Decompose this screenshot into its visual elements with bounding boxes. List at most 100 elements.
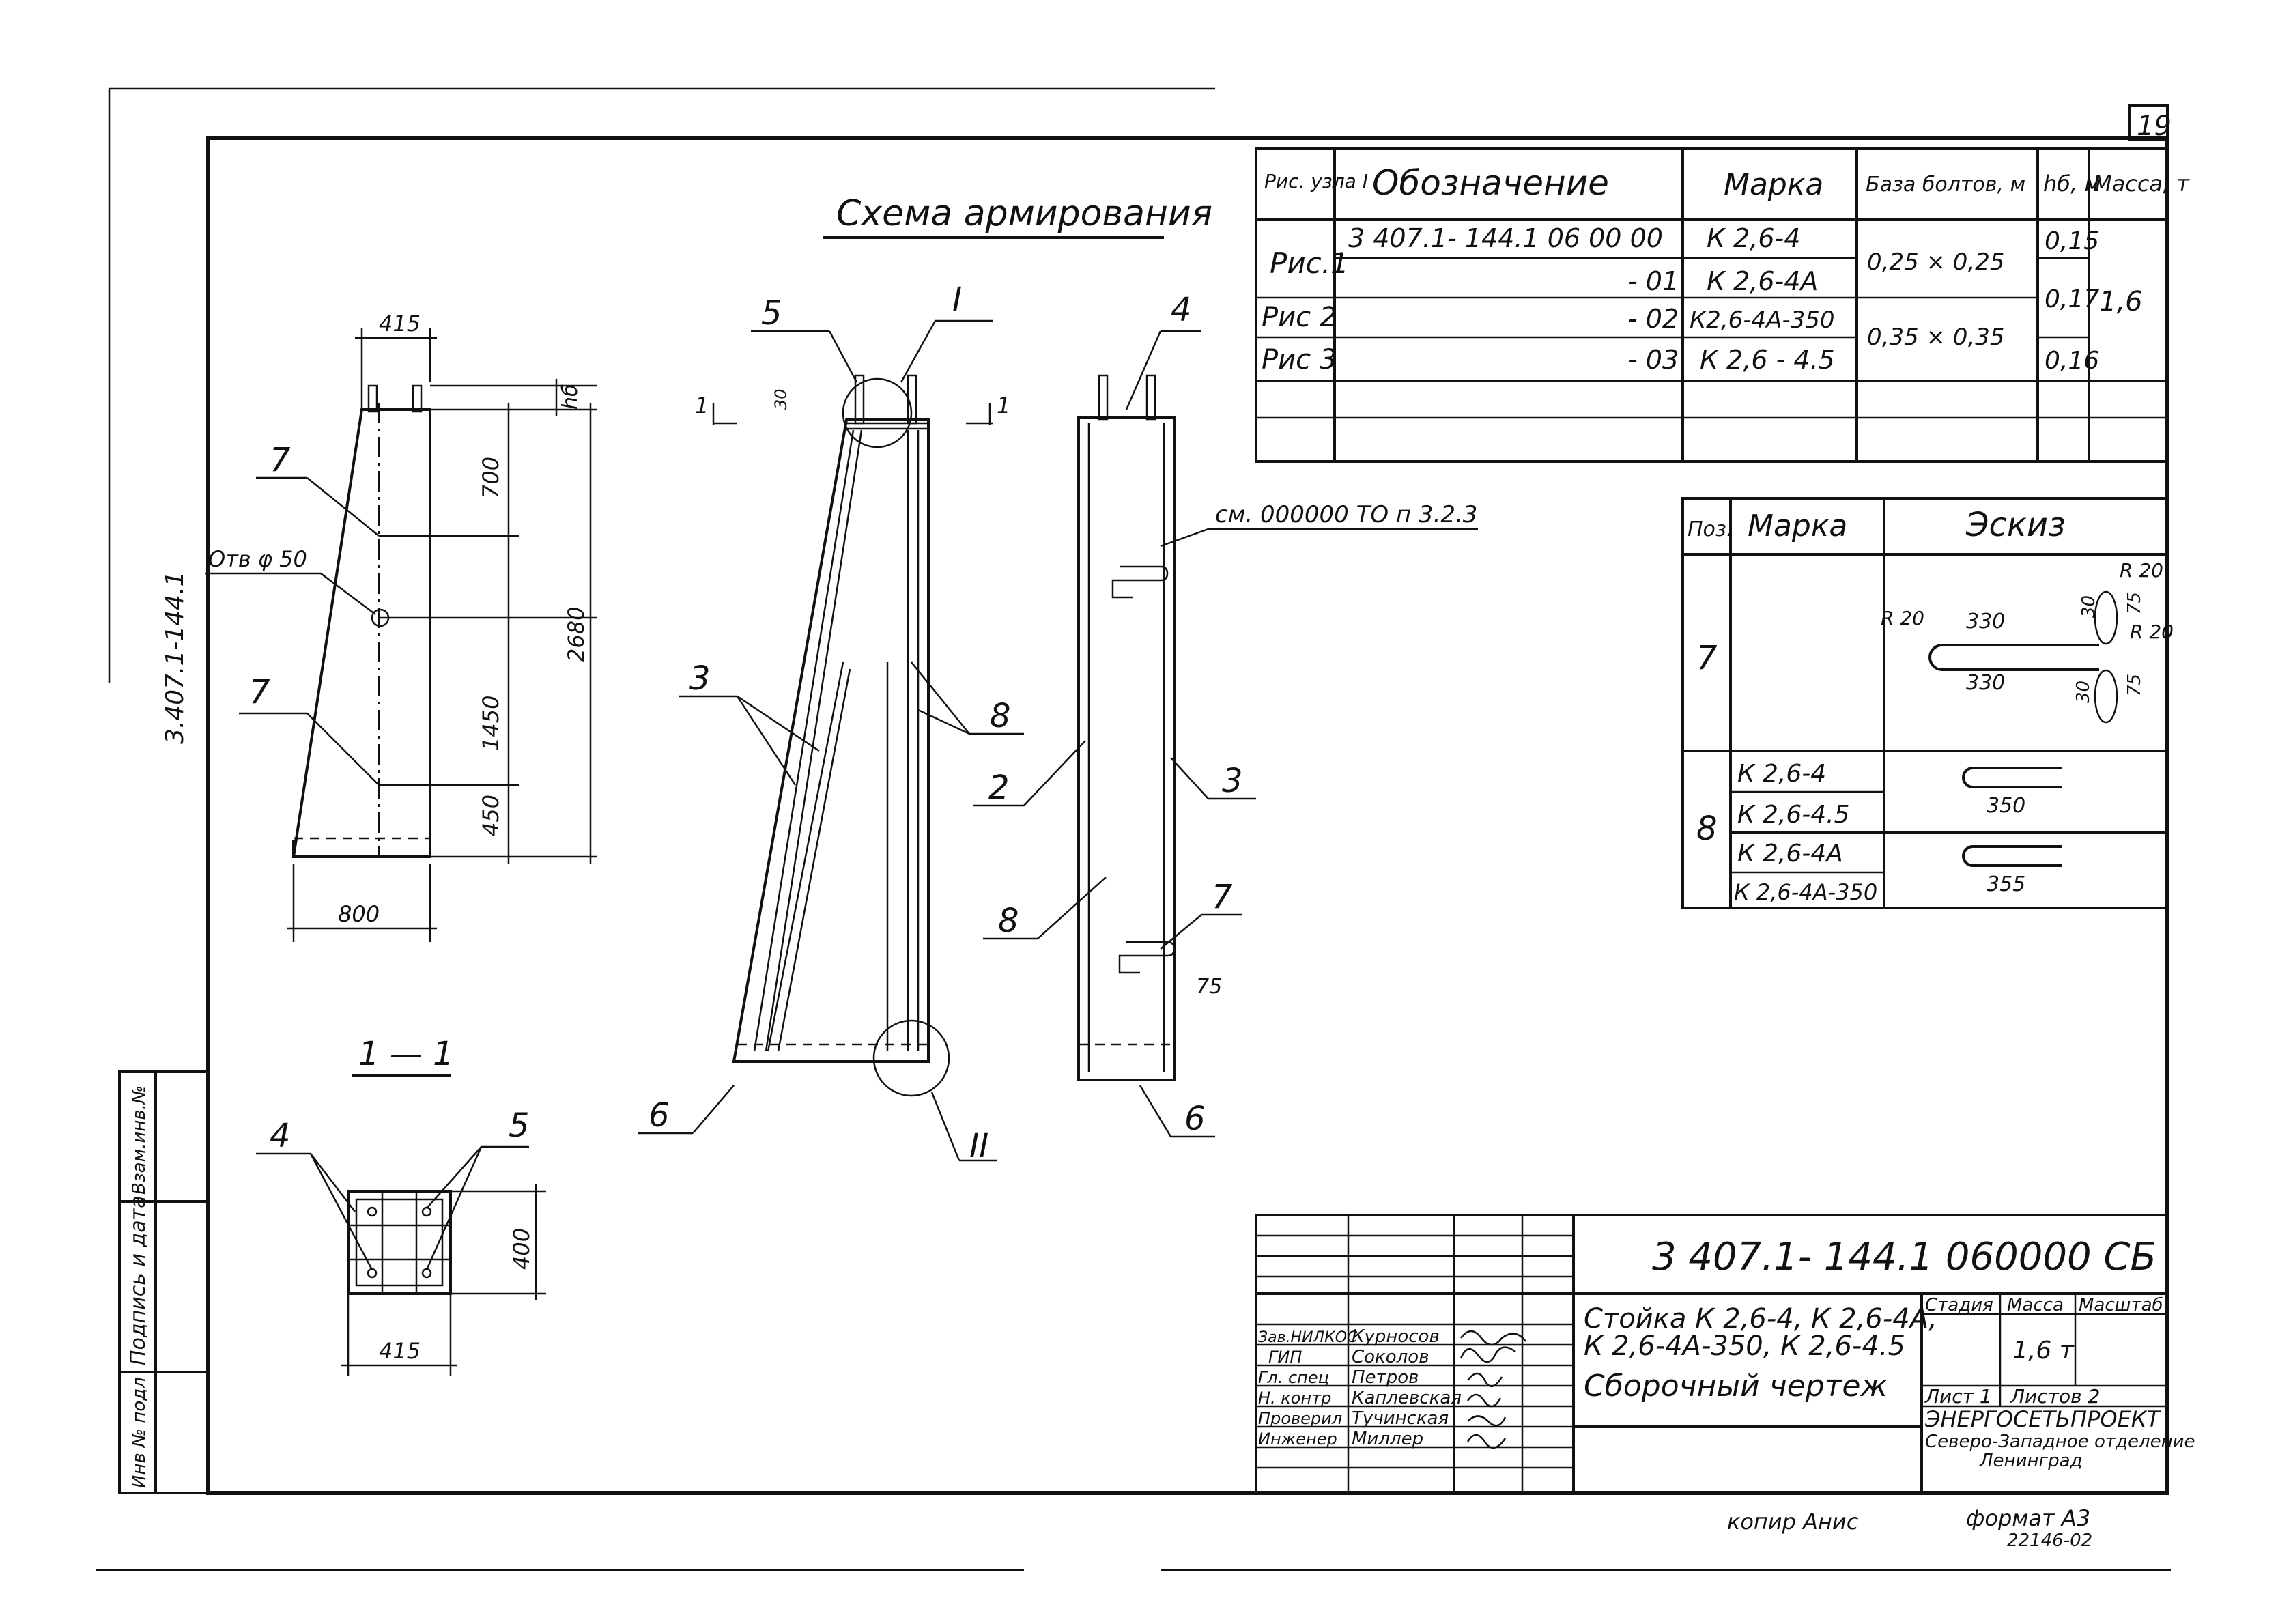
- cut-mark-right: 1: [997, 393, 1010, 418]
- col-hb-header: hб, м: [2043, 171, 2101, 197]
- sketch-330-top: 330: [1966, 610, 2005, 633]
- footer-number: 22146-02: [2007, 1530, 2092, 1551]
- person-name-5: Тучинская: [1352, 1408, 1449, 1429]
- section-label: 1 — 1: [358, 1035, 454, 1073]
- pos5-label-section: 5: [509, 1107, 530, 1145]
- sheet-number: 19: [2137, 111, 2172, 142]
- sketch-r20-left: R 20: [1881, 607, 1924, 629]
- pos8-label-front: 8: [990, 697, 1011, 735]
- col-designation-header: Обозначение: [1372, 163, 1609, 203]
- spec-table: Рис. узла I Обозначение Марка База болто…: [1255, 147, 2190, 463]
- row3-fig: Рис 2: [1262, 302, 1337, 333]
- dim-1450: 1450: [478, 696, 504, 751]
- person-role-4: Н. контр: [1258, 1388, 1331, 1408]
- person-name-2: Соколов: [1352, 1347, 1429, 1367]
- sketch-30-bottom: 30: [2073, 681, 2094, 703]
- row4-suffix: - 03: [1628, 345, 1679, 375]
- col-mark-header: Марка: [1724, 167, 1823, 202]
- side-stamp: Взам.инв.№ Подпись и дата Инв № подл 3.4…: [118, 571, 210, 1494]
- sketch-30-top: 30: [2079, 595, 2099, 618]
- pos6-label-front: 6: [649, 1096, 670, 1135]
- sketch-table: Поз. Марка Эскиз 7 8 К 2,6-4 К 2,6-4.5 К…: [1681, 497, 2174, 909]
- hole-label: Отв φ 50: [208, 546, 307, 572]
- pos8-label-side: 8: [998, 902, 1019, 940]
- outline-view: 415 hб 700 2680 1450 450 800 7 Отв φ 50 …: [205, 311, 597, 942]
- mass-value-tb: 1,6 т: [2012, 1337, 2075, 1365]
- person-name-4: Каплевская: [1352, 1388, 1462, 1408]
- sketch-r20-right: R 20: [2130, 621, 2174, 643]
- base-value-2: 0,35 × 0,35: [1867, 324, 2005, 351]
- signature-2: [1460, 1346, 1516, 1363]
- hb-value-2: 0,17: [2045, 285, 2099, 313]
- product-name-1: Стойка К 2,6-4, К 2,6-4А,: [1584, 1303, 1937, 1335]
- sketch-pos8: 8: [1696, 810, 1718, 848]
- col-base-header: База болтов, м: [1866, 173, 2025, 197]
- person-name-3: Петров: [1352, 1367, 1419, 1388]
- dim-hb: hб: [558, 384, 582, 410]
- dim-30: 30: [771, 388, 791, 410]
- pos7-label-side: 7: [1212, 878, 1233, 916]
- hb-value-1: 0,15: [2045, 227, 2099, 255]
- node-I-label: I: [952, 281, 962, 319]
- person-role-5: Проверил: [1258, 1409, 1342, 1428]
- sketch-75-bottom: 75: [2124, 674, 2145, 696]
- sketch-col-pos: Поз.: [1688, 517, 1733, 541]
- scale-header: Масштаб: [2079, 1295, 2163, 1315]
- sketch-pos7: 7: [1696, 639, 1718, 677]
- signature-5: [1467, 1415, 1507, 1427]
- dim-450: 450: [478, 795, 504, 836]
- node-II-label: II: [969, 1127, 988, 1165]
- drawing-title: Схема армирования: [836, 193, 1212, 234]
- org-name: ЭНЕРГОСЕТЬПРОЕКТ: [1924, 1406, 2161, 1432]
- signature-3: [1467, 1372, 1503, 1387]
- signature-4: [1466, 1393, 1502, 1408]
- col-mass-header: Масса, т: [2093, 171, 2190, 197]
- dim-415-top: 415: [379, 311, 421, 337]
- reference-note: см. 000000 ТО п 3.2.3: [1215, 501, 1477, 528]
- pos4-label-section: 4: [270, 1117, 291, 1155]
- org-city: Ленинград: [1979, 1451, 2083, 1471]
- pos6-label-side: 6: [1184, 1100, 1206, 1138]
- doc-type: Сборочный чертеж: [1584, 1369, 1888, 1404]
- pos2-label: 2: [988, 769, 1010, 807]
- person-role-3: Гл. спец: [1258, 1368, 1329, 1387]
- sketch-mark-2: К 2,6-4.5: [1737, 801, 1850, 829]
- hb-value-3: 0,16: [2045, 347, 2099, 375]
- person-role-6: Инженер: [1258, 1429, 1337, 1449]
- sketch-r20-top: R 20: [2120, 559, 2163, 582]
- sketch-col-sketch: Эскиз: [1965, 506, 2066, 544]
- cut-mark-left: 1: [695, 393, 709, 418]
- person-role-1: Зав.НИЛКОС: [1258, 1329, 1358, 1346]
- dim-2680: 2680: [563, 607, 589, 662]
- row1-mark: К 2,6-4: [1707, 223, 1800, 253]
- replace-inv-label: Взам.инв.№: [129, 1085, 150, 1195]
- reinforcement-side-view: 4 см. 000000 ТО п 3.2.3 3 7 75 6: [1077, 291, 1478, 1138]
- sheets-label: Листов 2: [2010, 1385, 2100, 1408]
- signature-1: [1460, 1330, 1526, 1346]
- base-value-1: 0,25 × 0,25: [1867, 248, 2005, 276]
- pos3-label-side: 3: [1222, 762, 1243, 800]
- mass-header: Масса: [2007, 1295, 2064, 1315]
- pos5-label: 5: [761, 294, 782, 332]
- sketch-mark-3: К 2,6-4А: [1737, 840, 1843, 868]
- sheet-label: Лист 1: [1924, 1385, 1992, 1408]
- pos4-label-side: 4: [1171, 291, 1192, 329]
- document-code: 3 407.1- 144.1 060000 СБ: [1652, 1235, 2156, 1279]
- sketch-col-mark: Марка: [1748, 509, 1847, 543]
- reinforcement-front-view: 1 1 30 5 I 3 8 2 8 6 II: [638, 281, 1107, 1165]
- dim-800: 800: [338, 901, 380, 927]
- sign-date-label: Подпись и дата: [126, 1196, 150, 1366]
- org-branch: Северо-Западное отделение: [1925, 1431, 2195, 1452]
- col-fig-header: Рис. узла I: [1264, 170, 1368, 193]
- row2-suffix: - 01: [1628, 266, 1679, 296]
- row4-mark: К 2,6 - 4.5: [1700, 345, 1835, 375]
- dim-400: 400: [509, 1228, 535, 1270]
- row2-mark: К 2,6-4А: [1707, 266, 1818, 296]
- dim-75-side: 75: [1196, 975, 1222, 999]
- pos7-upper-label: 7: [270, 441, 291, 479]
- sketch-350: 350: [1987, 794, 2025, 818]
- row4-fig: Рис 3: [1262, 344, 1337, 375]
- row3-mark: К2,6-4А-350: [1690, 307, 1835, 334]
- person-name-1: Курносов: [1352, 1326, 1440, 1347]
